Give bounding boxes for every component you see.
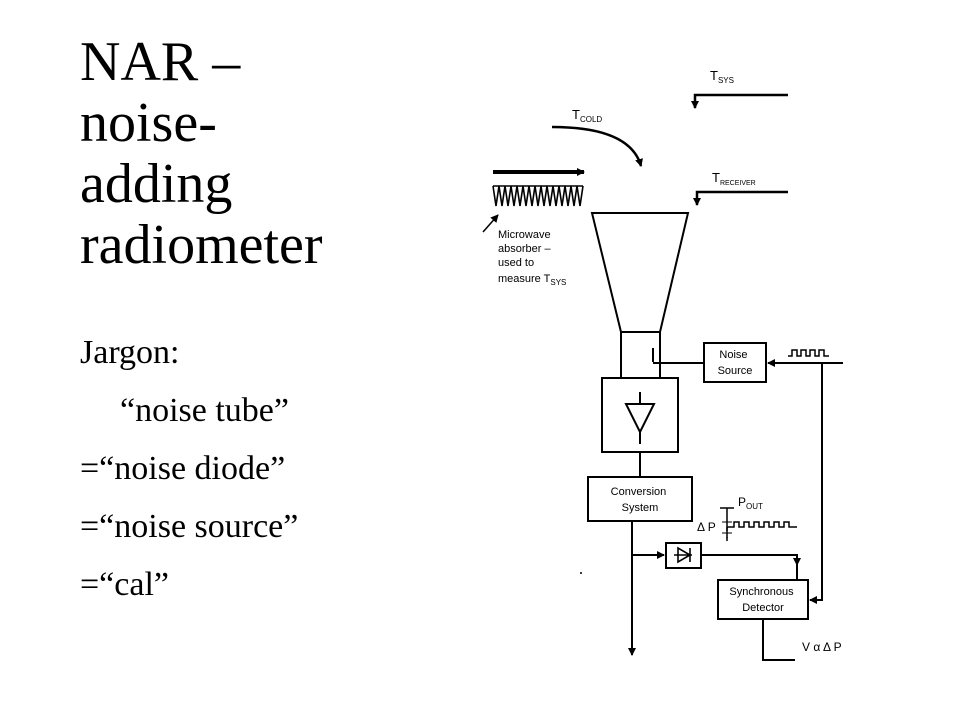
- detector-output-line: [762, 619, 795, 661]
- treceiver-label: TRECEIVER: [712, 170, 756, 187]
- delta-p-label: Δ P: [697, 520, 716, 534]
- reference-line: [809, 363, 823, 604]
- title-line: NAR –: [80, 31, 241, 93]
- stray-dot: [580, 572, 582, 574]
- conversion-system: [587, 476, 693, 522]
- jargon-item: =“noise diode”: [80, 450, 286, 487]
- microwave-absorber: [482, 168, 585, 233]
- tsys-label: TSYS: [710, 68, 734, 85]
- amplifier: [601, 377, 679, 453]
- pout-label: POUT: [738, 495, 763, 511]
- jargon-label: Jargon:: [80, 334, 180, 371]
- title-line: noise-: [80, 92, 217, 154]
- sync-detector-label: Synchronous Detector: [729, 586, 796, 614]
- title-line: radiometer: [80, 214, 323, 276]
- jargon-item: =“noise source”: [80, 508, 299, 545]
- noise-source: [703, 342, 767, 383]
- horn-antenna: [590, 212, 690, 379]
- pout-pulse-train: [720, 507, 797, 541]
- tcold-arrow: [551, 125, 643, 167]
- treceiver-arrow: [693, 190, 788, 206]
- tcold-label: TCOLD: [572, 107, 602, 124]
- slide-title: NAR – noise- adding radiometer: [80, 32, 380, 276]
- jargon-item: “noise tube”: [120, 392, 289, 429]
- tsys-arrow: [691, 93, 788, 109]
- conversion-label: Conversion System: [611, 486, 670, 514]
- title-line: adding: [80, 153, 233, 215]
- synchronous-detector: [717, 579, 809, 620]
- detector-diode: [632, 542, 801, 569]
- square-wave-drive: [767, 349, 843, 367]
- jargon-item: =“cal”: [80, 566, 169, 603]
- absorber-label: Microwave absorber – used to measure TSY…: [498, 229, 566, 287]
- noise-source-label: Noise Source: [718, 349, 753, 377]
- jargon-list: Jargon: “noise tube” =“noise diode” =“no…: [80, 332, 298, 622]
- output-label: V α Δ P: [802, 640, 842, 654]
